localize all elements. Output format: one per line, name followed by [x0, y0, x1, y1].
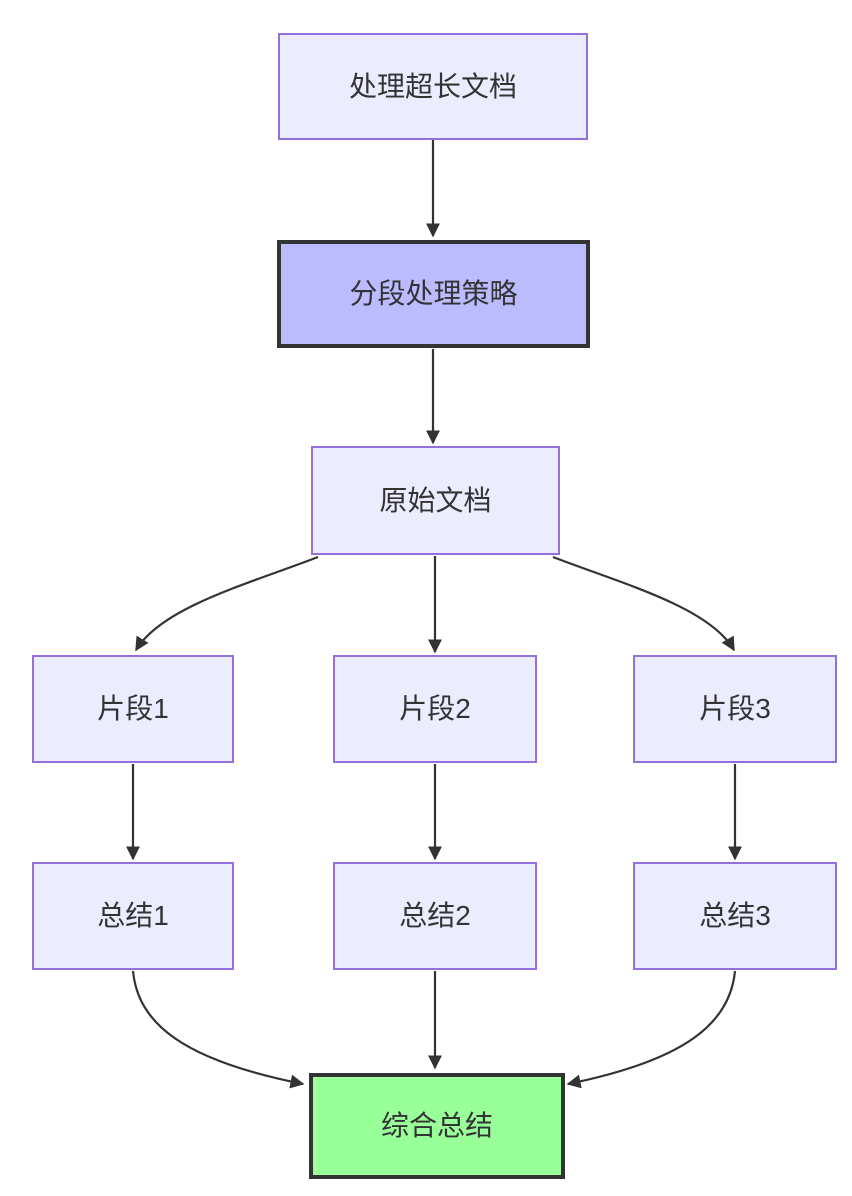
- node-final-summary: 综合总结: [309, 1073, 565, 1179]
- node-chunk-2: 片段2: [333, 655, 537, 763]
- node-source-doc: 原始文档: [311, 446, 560, 555]
- node-chunk-1-label: 片段1: [97, 693, 169, 724]
- edge-source-doc-chunk-1: [135, 555, 319, 652]
- node-start-label: 处理超长文档: [348, 70, 517, 102]
- node-summary-3: 总结3: [633, 862, 837, 970]
- node-summary-2: 总结2: [333, 862, 537, 970]
- edge-source-doc-chunk-3: [552, 555, 735, 652]
- node-chunk-3-label: 片段3: [699, 693, 771, 724]
- node-strategy: 分段处理策略: [277, 240, 590, 348]
- node-final-summary-label: 综合总结: [380, 1110, 493, 1141]
- node-chunk-3: 片段3: [633, 655, 837, 763]
- node-chunk-2-label: 片段2: [399, 693, 471, 724]
- node-summary-1: 总结1: [32, 862, 234, 970]
- edge-summary-3-final: [566, 970, 737, 1089]
- edge-summary-1-final: [131, 970, 305, 1089]
- node-chunk-1: 片段1: [32, 655, 234, 763]
- node-summary-2-label: 总结2: [399, 900, 471, 931]
- node-start: 处理超长文档: [278, 33, 588, 140]
- node-strategy-label: 分段处理策略: [349, 278, 518, 309]
- node-source-doc-label: 原始文档: [379, 484, 492, 516]
- node-summary-1-label: 总结1: [97, 900, 169, 931]
- node-summary-3-label: 总结3: [699, 900, 771, 931]
